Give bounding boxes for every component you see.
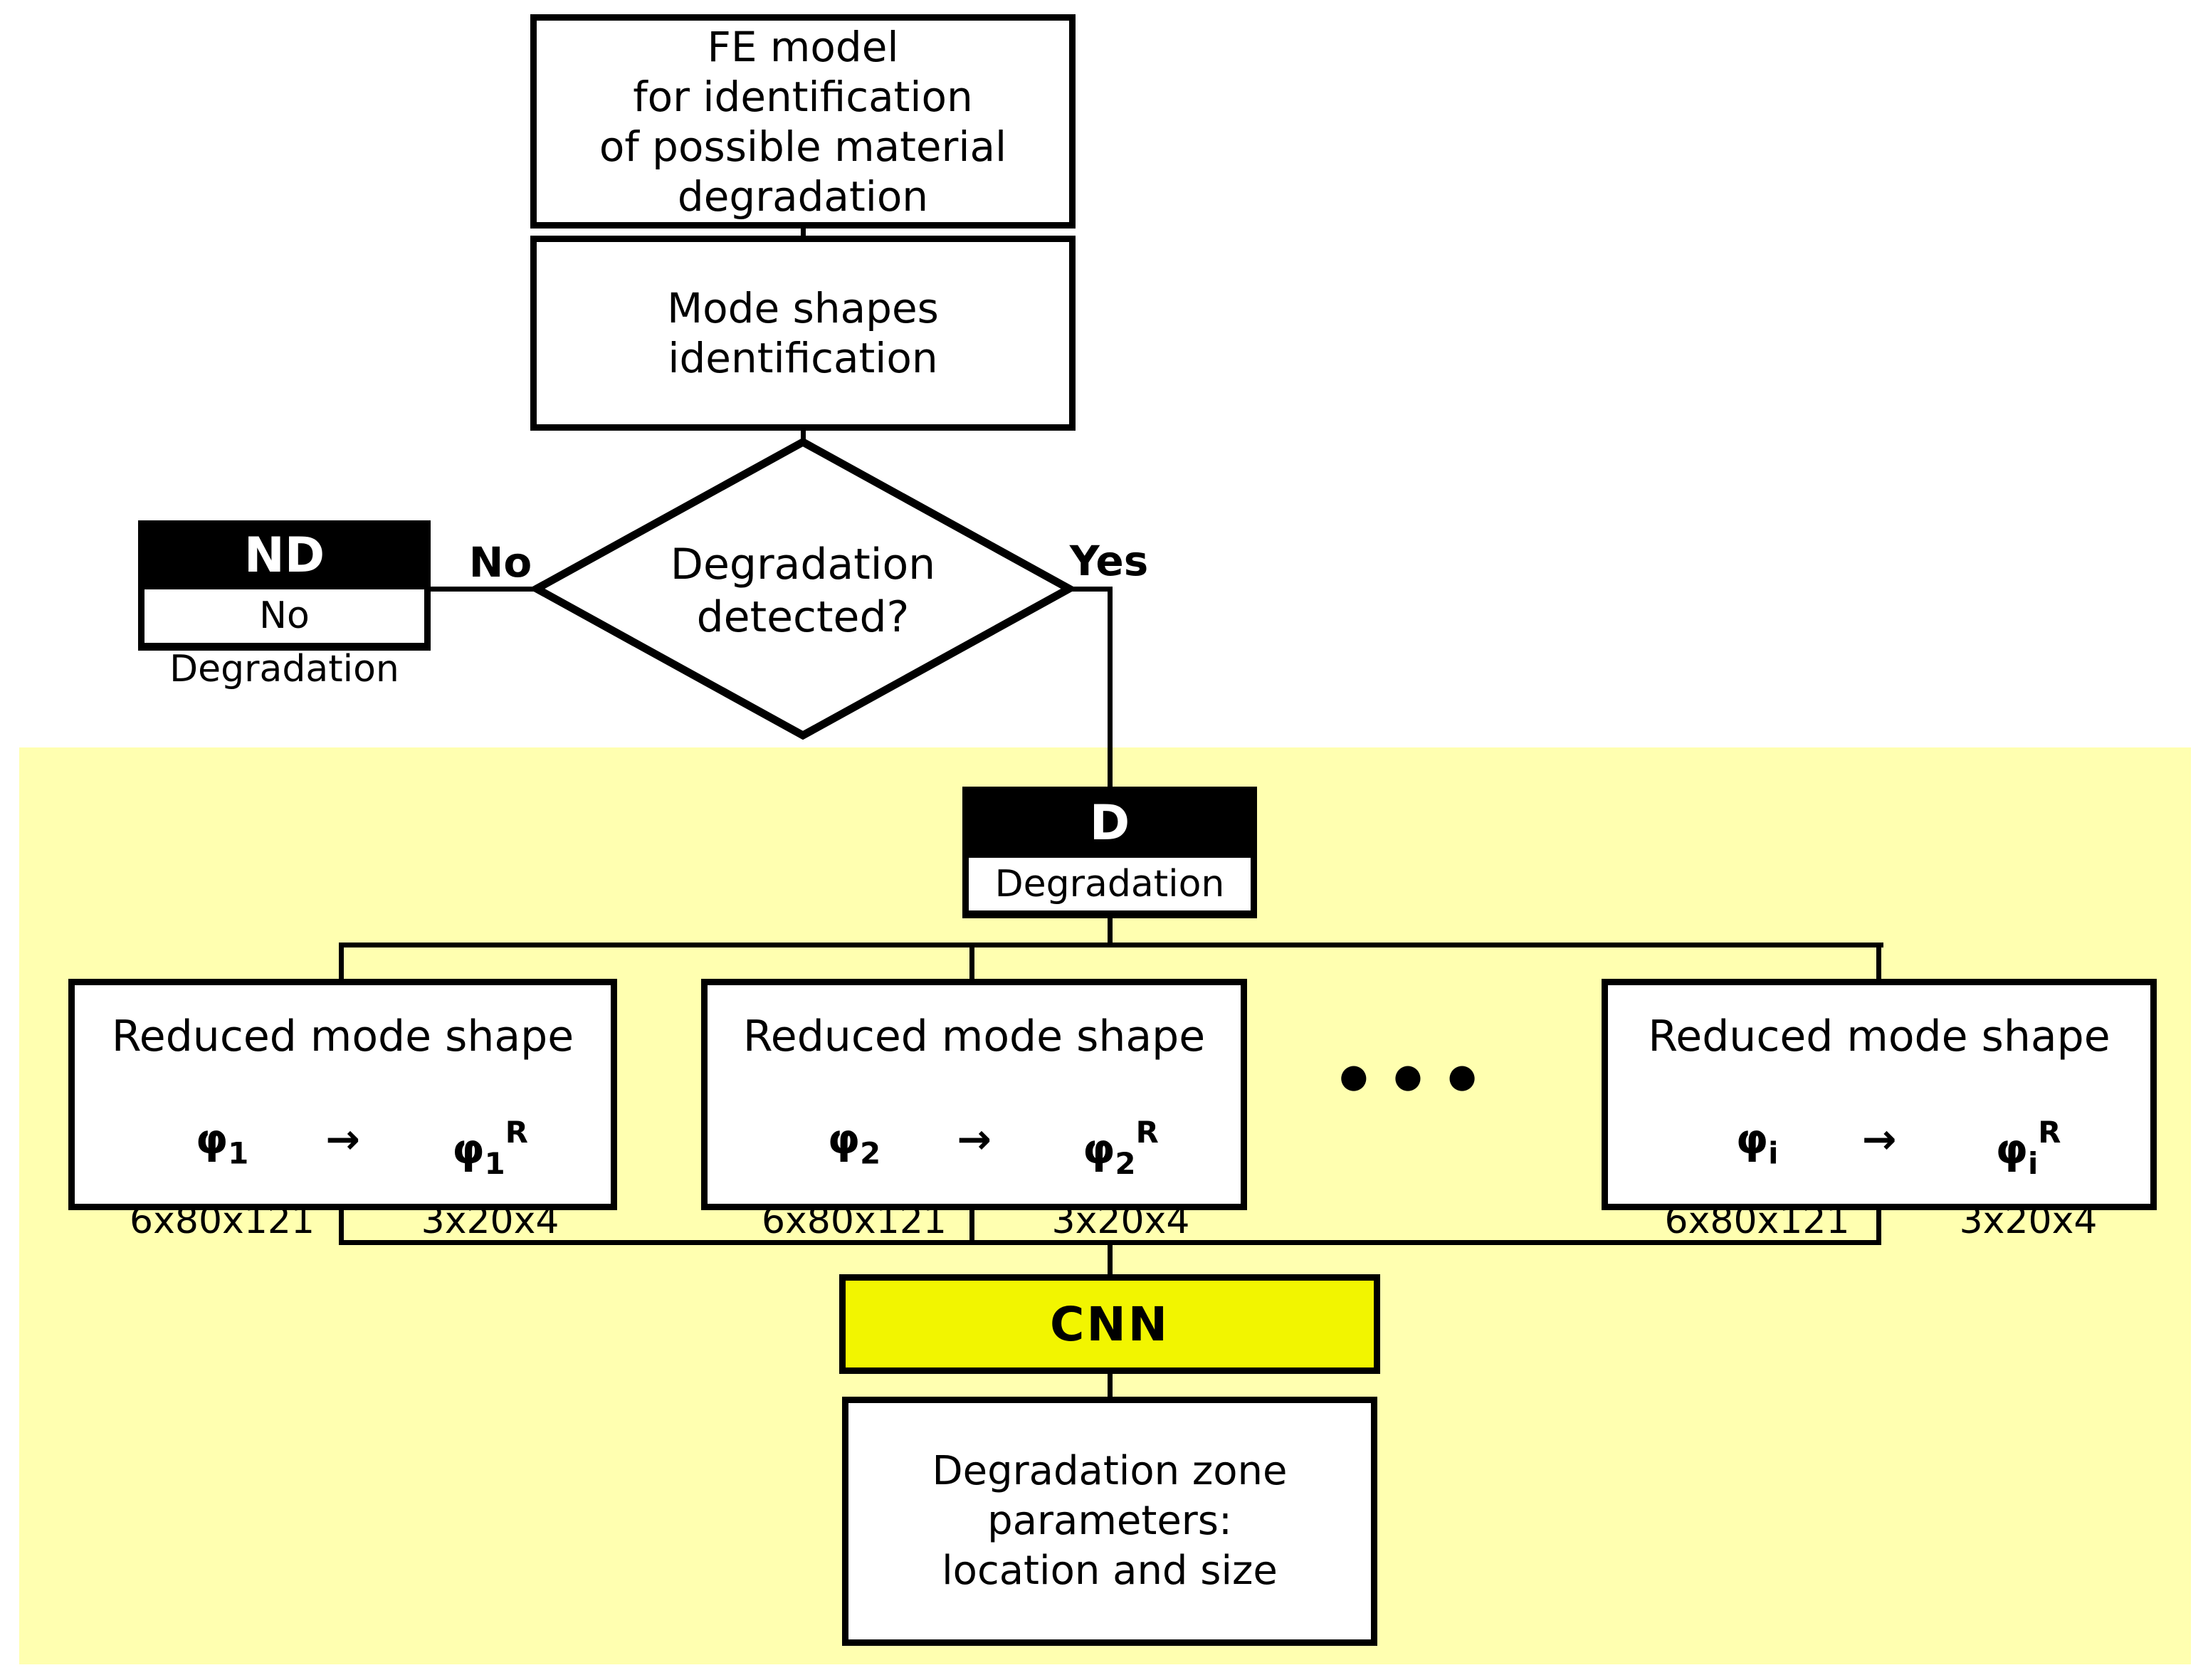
- connector-mode-to-decision: [801, 429, 806, 443]
- phi-subscript: 2: [860, 1135, 881, 1171]
- phi-symbol: φ: [827, 1115, 861, 1163]
- dims-input: 6x80x121: [1664, 1199, 1850, 1242]
- reduced-mode-shape-box-i: Reduced mode shape φi → φiR 6x80x121 3x2…: [1602, 979, 2157, 1242]
- phi-symbol: φ: [1735, 1115, 1769, 1163]
- connector-cnn-to-output: [1108, 1371, 1113, 1400]
- phi-superscript: R: [1135, 1115, 1159, 1150]
- output-line: parameters:: [987, 1498, 1232, 1544]
- phi-original: φ1: [75, 1115, 369, 1181]
- dims-input: 6x80x121: [130, 1199, 315, 1242]
- arrow-right-icon: →: [325, 1115, 360, 1163]
- output-line: location and size: [942, 1548, 1278, 1594]
- dimensions-row: 6x80x121 3x20x4: [75, 1199, 611, 1242]
- output-line: Degradation zone: [932, 1448, 1288, 1494]
- phi-reduced: φ2R: [1001, 1115, 1241, 1181]
- degradation-box: D Degradation: [962, 787, 1257, 918]
- fe-model-box: FE model for identification of possible …: [530, 14, 1076, 229]
- d-abbreviation: D: [1089, 795, 1130, 851]
- no-degradation-box: ND No Degradation: [138, 520, 431, 691]
- decision-diamond: [532, 438, 1073, 740]
- gather-rise-box1: [339, 1208, 344, 1245]
- phi-subscript: 2: [1115, 1145, 1136, 1181]
- nd-label: No Degradation: [144, 589, 424, 691]
- cnn-box: CNN: [839, 1274, 1380, 1374]
- connector-no-branch: [429, 587, 537, 592]
- fe-model-line: degradation: [677, 172, 929, 221]
- branch-line-top: [339, 943, 1883, 947]
- phi-reduced: φ1R: [369, 1115, 611, 1181]
- dimensions-row: 6x80x121 3x20x4: [1608, 1199, 2150, 1242]
- dims-output: 3x20x4: [1051, 1199, 1190, 1242]
- phi-reduced: φiR: [1906, 1115, 2150, 1181]
- yes-branch-label: Yes: [1069, 537, 1149, 585]
- decision-text: Degradation detected?: [604, 538, 1002, 644]
- phi-superscript: R: [505, 1115, 528, 1150]
- decision-line: detected?: [696, 592, 910, 642]
- branch-drop-box3: [1876, 943, 1881, 982]
- phi-subscript: i: [1768, 1135, 1779, 1171]
- gather-rise-box3: [1876, 1208, 1881, 1245]
- phi-mapping-row: φ2 → φ2R: [708, 1115, 1241, 1181]
- fe-model-line: for identification: [633, 72, 973, 121]
- dimensions-row: 6x80x121 3x20x4: [708, 1199, 1241, 1242]
- phi-original: φi: [1608, 1115, 1906, 1181]
- reduced-mode-shape-box-1: Reduced mode shape φ1 → φ1R 6x80x121 3x2…: [68, 979, 617, 1242]
- dims-output: 3x20x4: [421, 1199, 559, 1242]
- ellipsis-dots: ●●●: [1339, 1056, 1503, 1095]
- d-label: Degradation: [969, 858, 1251, 910]
- decision-line: Degradation: [670, 540, 936, 589]
- phi-mapping-row: φ1 → φ1R: [75, 1115, 611, 1181]
- phi-symbol: φ: [1083, 1125, 1115, 1174]
- output-parameters-box: Degradation zone parameters: location an…: [842, 1397, 1377, 1646]
- phi-mapping-row: φi → φiR: [1608, 1115, 2150, 1181]
- reduced-box-title: Reduced mode shape: [742, 1012, 1206, 1061]
- dims-output: 3x20x4: [1959, 1199, 2098, 1242]
- connector-d-to-branchline: [1108, 917, 1113, 947]
- phi-subscript: 1: [484, 1145, 505, 1181]
- mode-shapes-line: Mode shapes: [667, 284, 939, 332]
- nd-abbreviation: ND: [243, 527, 325, 584]
- connector-yes-branch-vertical: [1108, 587, 1113, 789]
- mode-shapes-box: Mode shapes identification: [530, 236, 1076, 431]
- phi-subscript: 1: [228, 1135, 249, 1171]
- phi-superscript: R: [2038, 1115, 2061, 1150]
- arrow-right-icon: →: [957, 1115, 992, 1163]
- phi-symbol: φ: [195, 1115, 228, 1163]
- arrow-right-icon: →: [1861, 1115, 1897, 1163]
- no-branch-label: No: [468, 538, 532, 587]
- connector-yes-branch-horizontal: [1068, 587, 1113, 592]
- phi-symbol: φ: [452, 1125, 485, 1174]
- cnn-label: CNN: [1050, 1296, 1169, 1352]
- connector-gather-to-cnn: [1108, 1240, 1113, 1277]
- phi-symbol: φ: [1995, 1125, 2028, 1174]
- fe-model-line: FE model: [707, 22, 899, 71]
- reduced-mode-shape-box-2: Reduced mode shape φ2 → φ2R 6x80x121 3x2…: [701, 979, 1247, 1242]
- reduced-box-title: Reduced mode shape: [1648, 1012, 2110, 1061]
- dims-input: 6x80x121: [761, 1199, 947, 1242]
- phi-original: φ2: [708, 1115, 1001, 1181]
- mode-shapes-line: identification: [668, 334, 938, 382]
- phi-subscript: i: [2027, 1145, 2039, 1181]
- gather-rise-box2: [969, 1208, 974, 1245]
- reduced-box-title: Reduced mode shape: [111, 1012, 574, 1061]
- connector-top-to-mode: [801, 227, 806, 237]
- fe-model-line: of possible material: [599, 122, 1007, 171]
- branch-drop-box1: [339, 943, 344, 982]
- branch-drop-box2: [969, 943, 974, 982]
